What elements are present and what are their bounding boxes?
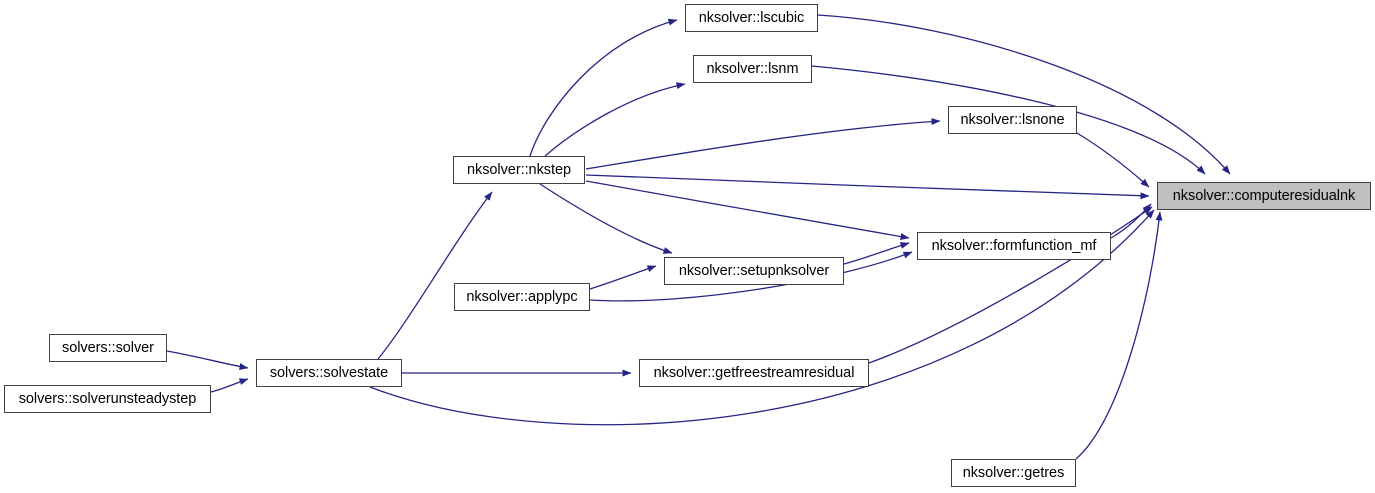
graph-edge-formfunction_mf-to-computeresidualnk bbox=[1110, 203, 1152, 239]
graph-node-label-getres: nksolver::getres bbox=[962, 464, 1065, 481]
graph-edge-setupnksolver-to-formfunction_mf bbox=[843, 242, 910, 265]
graph-node-label-getfreestreamresidual: nksolver::getfreestreamresidual bbox=[653, 364, 855, 381]
graph-node-label-nkstep: nksolver::nkstep bbox=[467, 161, 571, 178]
graph-edge-solver-to-solvestate bbox=[166, 350, 249, 370]
graph-node-lscubic[interactable]: nksolver::lscubic bbox=[685, 4, 818, 32]
graph-node-setupnksolver[interactable]: nksolver::setupnksolver bbox=[664, 257, 844, 285]
graph-node-label-setupnksolver: nksolver::setupnksolver bbox=[678, 262, 830, 279]
graph-node-lsnone[interactable]: nksolver::lsnone bbox=[948, 106, 1077, 134]
graph-node-getfreestreamresidual[interactable]: nksolver::getfreestreamresidual bbox=[639, 359, 869, 387]
graph-edge-nkstep-to-formfunction_mf bbox=[585, 180, 910, 240]
graph-edge-solverunsteadystep-to-solvestate bbox=[210, 378, 249, 393]
graph-node-nkstep[interactable]: nksolver::nkstep bbox=[453, 156, 585, 184]
graph-node-solver[interactable]: solvers::solver bbox=[49, 334, 167, 362]
graph-node-label-solverunsteadystep: solvers::solverunsteadystep bbox=[18, 390, 197, 407]
graph-node-applypc[interactable]: nksolver::applypc bbox=[454, 283, 590, 311]
graph-node-getres[interactable]: nksolver::getres bbox=[951, 459, 1076, 487]
graph-node-label-applypc: nksolver::applypc bbox=[466, 288, 578, 305]
graph-node-lsnm[interactable]: nksolver::lsnm bbox=[693, 55, 812, 83]
graph-edge-nkstep-to-lsnm bbox=[544, 82, 686, 157]
graph-node-label-lsnone: nksolver::lsnone bbox=[960, 111, 1065, 128]
graph-node-label-solvestate: solvers::solvestate bbox=[269, 364, 389, 381]
graph-node-label-lsnm: nksolver::lsnm bbox=[706, 60, 799, 77]
graph-node-label-lscubic: nksolver::lscubic bbox=[698, 9, 805, 26]
graph-edge-lscubic-to-computeresidualnk bbox=[817, 14, 1231, 175]
graph-edge-nkstep-to-lsnone bbox=[585, 118, 941, 170]
graph-edge-lsnone-to-computeresidualnk bbox=[1076, 132, 1150, 188]
graph-edge-nkstep-to-computeresidualnk bbox=[585, 174, 1150, 200]
graph-edge-applypc-to-setupnksolver bbox=[589, 265, 657, 290]
graph-node-label-formfunction_mf: nksolver::formfunction_mf bbox=[931, 237, 1097, 254]
graph-edge-nkstep-to-setupnksolver bbox=[539, 183, 673, 254]
graph-node-computeresidualnk[interactable]: nksolver::computeresidualnk bbox=[1157, 182, 1371, 210]
graph-node-label-computeresidualnk: nksolver::computeresidualnk bbox=[1172, 187, 1356, 204]
graph-node-formfunction_mf[interactable]: nksolver::formfunction_mf bbox=[917, 232, 1111, 260]
graph-node-label-solver: solvers::solver bbox=[62, 339, 154, 356]
graph-edge-getfreestreamresidual-to-computeresidualnk bbox=[868, 206, 1153, 364]
graph-node-solverunsteadystep[interactable]: solvers::solverunsteadystep bbox=[4, 385, 211, 413]
graph-node-solvestate[interactable]: solvers::solvestate bbox=[256, 359, 402, 387]
graph-edge-solvestate-to-nkstep bbox=[377, 191, 493, 360]
graph-edge-nkstep-to-lscubic bbox=[529, 18, 678, 157]
